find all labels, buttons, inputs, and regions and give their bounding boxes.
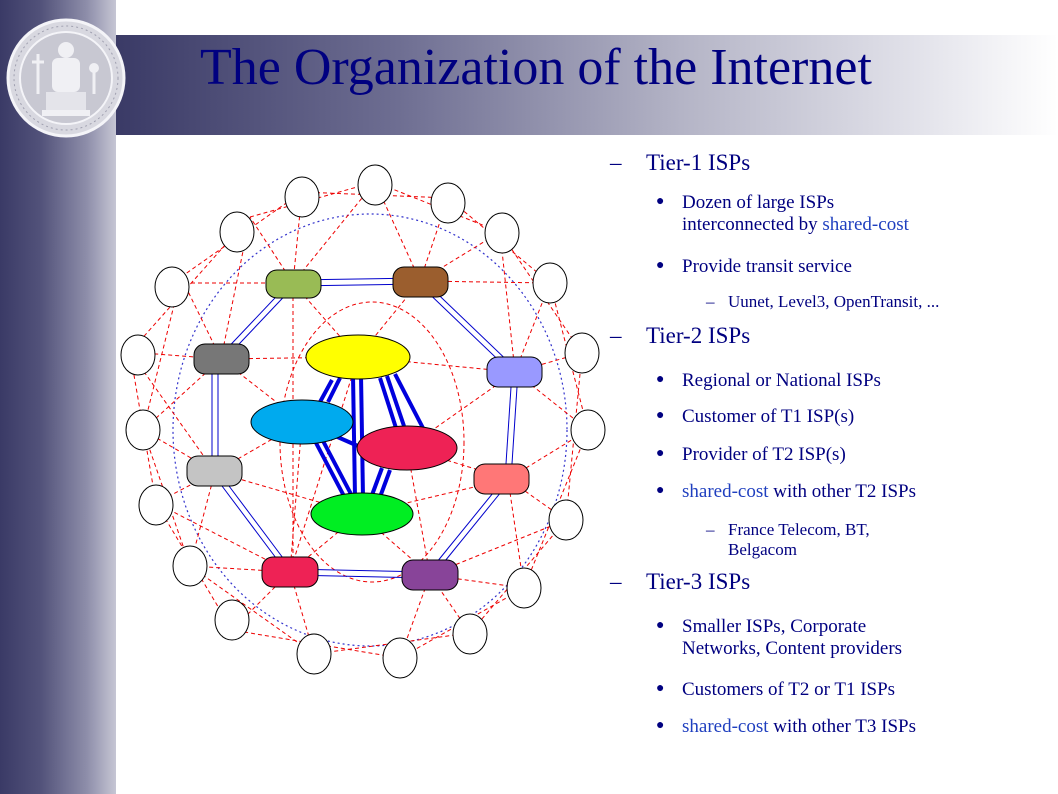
tier2-isp-purple bbox=[401, 559, 459, 591]
tier3-isp bbox=[506, 567, 542, 609]
tier3-isps bbox=[120, 164, 606, 679]
tier1-mesh-links bbox=[307, 373, 426, 499]
tier2-isp-green bbox=[265, 269, 322, 299]
tier2-isp-gray bbox=[193, 343, 250, 375]
tier3-isp bbox=[430, 182, 466, 224]
tier2-isp-brown bbox=[392, 266, 449, 298]
tier1-isp-green bbox=[310, 492, 414, 536]
tier3-isp bbox=[382, 637, 418, 679]
tier3-isp bbox=[125, 409, 161, 451]
tier3-isp bbox=[484, 212, 520, 254]
tier2-boundary bbox=[279, 301, 465, 583]
tier3-boundary bbox=[172, 213, 568, 647]
tier1-isps bbox=[250, 334, 458, 536]
tier3-isp bbox=[154, 266, 190, 308]
tier3-isp bbox=[564, 332, 600, 374]
internet-hierarchy-diagram bbox=[120, 164, 606, 679]
tier3-isp bbox=[172, 545, 208, 587]
tier3-isp bbox=[138, 484, 174, 526]
tier2-isp-lightgray bbox=[186, 455, 243, 487]
tier1-isp-blue bbox=[250, 399, 354, 445]
tier2-isps bbox=[186, 266, 543, 591]
tier3-isp bbox=[296, 633, 332, 675]
tier3-isp bbox=[452, 613, 488, 655]
tier2-isp-salmon bbox=[473, 463, 530, 495]
tier3-isp bbox=[532, 262, 568, 304]
tier3-isp bbox=[284, 176, 320, 218]
title-band bbox=[116, 35, 1058, 135]
slide-title: The Organization of the Internet bbox=[200, 39, 872, 96]
tier3-isp bbox=[219, 211, 255, 253]
tier3-isp bbox=[357, 164, 393, 206]
tier2-isp-lavender bbox=[486, 356, 543, 388]
tier3-isp bbox=[120, 334, 156, 376]
tier3-isp bbox=[548, 499, 584, 541]
university-seal-icon bbox=[6, 18, 126, 138]
tier1-isp-red bbox=[356, 425, 458, 471]
tier2-isp-red bbox=[261, 556, 319, 588]
tier1-isp-yellow bbox=[305, 334, 411, 380]
tier3-isp bbox=[570, 409, 606, 451]
tier3-isp bbox=[214, 599, 250, 641]
